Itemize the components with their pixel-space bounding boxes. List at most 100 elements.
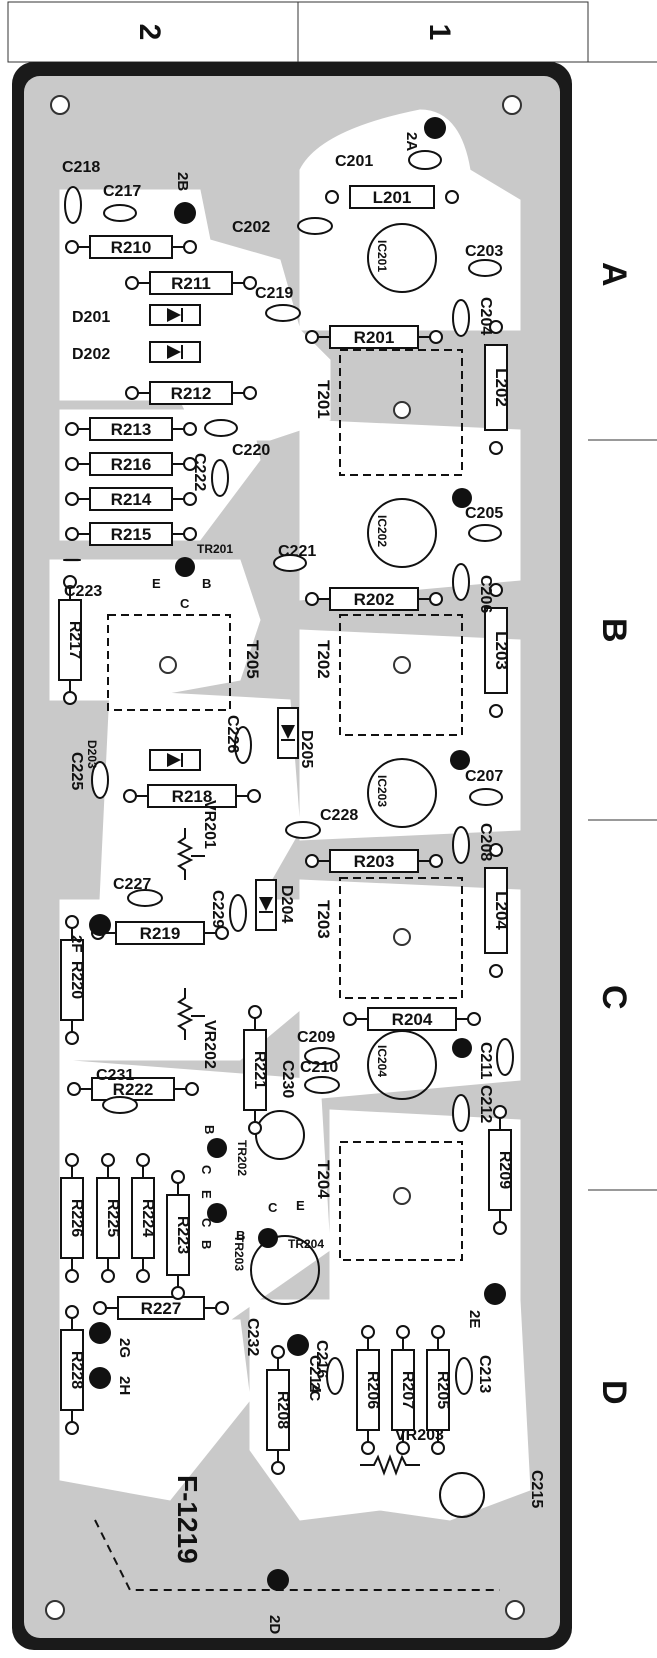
capacitor-label-c211: C211 [477,1042,494,1079]
inductor-l203 [484,607,508,694]
resistor-label-r204: R204 [392,1010,433,1029]
transformer-label-t203: T203 [314,900,333,939]
capacitor-c208 [452,826,470,864]
resistor-r206 [356,1349,380,1431]
resistor-r212 [149,381,233,405]
capacitor-label-c209: C209 [297,1029,335,1046]
resistor-label-r222: R222 [113,1080,154,1099]
variable-resistor-vr201 [176,828,194,880]
resistor-r203 [329,849,419,873]
solder-pad [183,492,197,506]
resistor-r214 [89,487,173,511]
diode-label-d202: D202 [72,346,110,363]
solder-pad [65,240,79,254]
resistor-label-r206: R206 [364,1371,381,1409]
ic-label-ic204: IC204 [375,1045,389,1077]
resistor-label-r201: R201 [354,328,395,347]
capacitor-label-c210: C210 [300,1059,338,1076]
solder-pad [171,1286,185,1300]
transformer-label-t205: T205 [243,640,262,679]
solder-pad [489,320,503,334]
resistor-r213 [89,417,173,441]
capacitor-c209 [304,1047,340,1065]
resistor-label-r208: R208 [274,1391,291,1429]
capacitor-label-c213: C213 [476,1355,493,1393]
terminal-pad [450,750,470,770]
capacitor-label-c201: C201 [335,153,373,170]
solder-pad [361,1441,375,1455]
pin-letter: B [236,1228,245,1243]
transistor-label-tr201: TR201 [197,542,233,556]
resistor-r210 [89,235,173,259]
pin-letter: B [202,576,211,591]
capacitor-label-c232: C232 [244,1318,261,1356]
ic-label-ic201: IC201 [375,240,389,272]
resistor-label-r202: R202 [354,590,395,609]
resistor-label-r207: R207 [399,1371,416,1409]
capacitor-label-c220: C220 [232,442,270,459]
resistor-r226 [60,1177,84,1259]
solder-pad [65,915,79,929]
capacitor-label-c223: C223 [64,583,102,600]
row-label-C: C [595,985,633,1010]
resistor-label-r212: R212 [171,384,212,403]
capacitor-c207 [469,788,503,806]
capacitor-c203 [468,259,502,277]
pin-letter: C [199,1218,214,1228]
solder-pad [445,190,459,204]
solder-pad [183,240,197,254]
terminal-label-2e: 2E [466,1310,483,1328]
transformer-label-t201: T201 [314,380,333,419]
solder-pad [65,1305,79,1319]
resistor-label-r221: R221 [251,1051,268,1089]
solder-pad [136,1269,150,1283]
solder-pad [493,1221,507,1235]
diode-symbol [259,897,273,911]
variable-resistor-vr202 [176,988,194,1040]
solder-pad [185,1082,199,1096]
capacitor-c231 [102,1096,138,1114]
solder-pad [215,926,229,940]
solder-pad [63,691,77,705]
capacitor-label-c219: C219 [255,285,293,302]
inductor-l204 [484,867,508,954]
ic-outlines [250,223,485,1518]
resistor-r225 [96,1177,120,1259]
capacitor-label-c206: C206 [477,575,494,613]
solder-pad [183,527,197,541]
solder-pad [431,1441,445,1455]
capacitor-c201 [408,150,442,170]
solder-pad [65,422,79,436]
solder-pad [429,330,443,344]
resistor-label-r220: R220 [68,961,85,999]
capacitor-label-c222: C222 [191,453,208,491]
resistor-r221 [243,1029,267,1111]
mounting-holes [45,95,525,1620]
capacitor-label-c226: C226 [224,715,241,753]
solder-pad [243,386,257,400]
resistor-r211 [149,271,233,295]
capacitor-label-c229: C229 [209,890,226,928]
solder-pad [183,422,197,436]
resistor-r217 [58,599,82,681]
capacitor-c226 [234,726,252,764]
diode-symbol [167,308,181,322]
solder-pad [248,1121,262,1135]
variable-resistor-vr203 [360,1454,420,1476]
solder-pad [431,1325,445,1339]
row-label-A: A [595,262,633,287]
transistor-pad [207,1138,227,1158]
transformer-label-t204: T204 [314,1160,333,1199]
resistor-r204 [367,1007,457,1031]
terminal-2f [89,914,111,936]
solder-pad [343,1012,357,1026]
solder-pad [489,704,503,718]
terminal-2a [424,117,446,139]
solder-pad [125,276,139,290]
capacitor-label-c218: C218 [62,159,100,176]
capacitor-label-c231: C231 [96,1067,134,1084]
vr-label-vr202: VR202 [201,1020,218,1069]
diode-label-d204: D204 [278,885,295,923]
capacitor-c229 [229,894,247,932]
solder-pad [467,1012,481,1026]
